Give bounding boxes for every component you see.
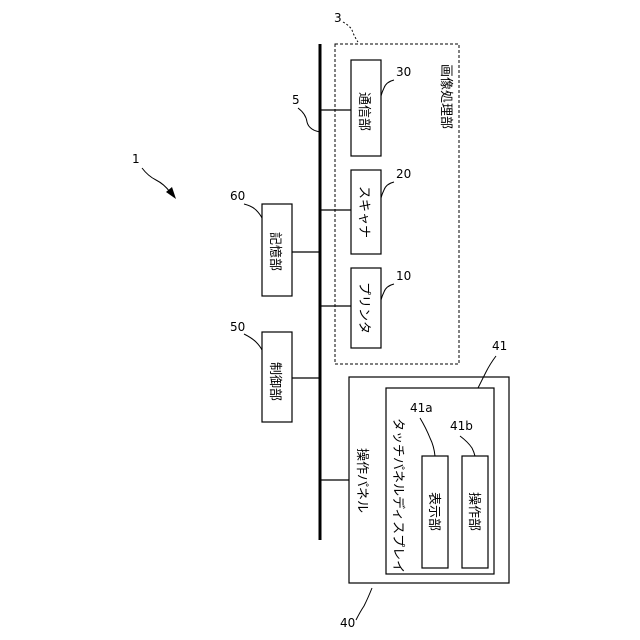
operation-panel-ref-leader bbox=[356, 588, 372, 620]
bus-ref-leader bbox=[298, 108, 320, 132]
communication-label: 通信部 bbox=[356, 92, 371, 131]
scanner-ref: 20 bbox=[396, 167, 411, 181]
touch-panel-ref: 41 bbox=[492, 339, 507, 353]
bus-ref: 5 bbox=[292, 93, 300, 107]
printer-ref-leader bbox=[381, 284, 394, 300]
control-label: 制御部 bbox=[267, 362, 282, 401]
image-processing-ref: 3 bbox=[334, 11, 342, 25]
display-label: 表示部 bbox=[426, 492, 441, 531]
communication-ref: 30 bbox=[396, 65, 411, 79]
storage-label: 記憶部 bbox=[267, 232, 283, 271]
scanner-label: スキャナ bbox=[356, 186, 371, 238]
printer-label: プリンタ bbox=[356, 282, 371, 334]
storage-ref-leader bbox=[244, 204, 262, 218]
control-ref-leader bbox=[244, 334, 262, 350]
touch-panel-label: タッチパネルディスプレイ bbox=[390, 418, 406, 573]
system-ref-leader bbox=[142, 168, 170, 192]
operation-ref: 41b bbox=[450, 419, 473, 433]
image-processing-label: 画像処理部 bbox=[438, 64, 453, 129]
image-processing-ref-leader bbox=[343, 22, 358, 42]
system-ref: 1 bbox=[132, 152, 140, 166]
operation-label: 操作部 bbox=[466, 492, 482, 531]
operation-panel-ref: 40 bbox=[340, 616, 355, 630]
communication-ref-leader bbox=[381, 80, 394, 96]
display-ref: 41a bbox=[410, 401, 433, 415]
printer-ref: 10 bbox=[396, 269, 411, 283]
scanner-ref-leader bbox=[381, 182, 394, 198]
operation-panel-label: 操作パネル bbox=[354, 448, 370, 513]
storage-ref: 60 bbox=[230, 189, 245, 203]
control-ref: 50 bbox=[230, 320, 245, 334]
